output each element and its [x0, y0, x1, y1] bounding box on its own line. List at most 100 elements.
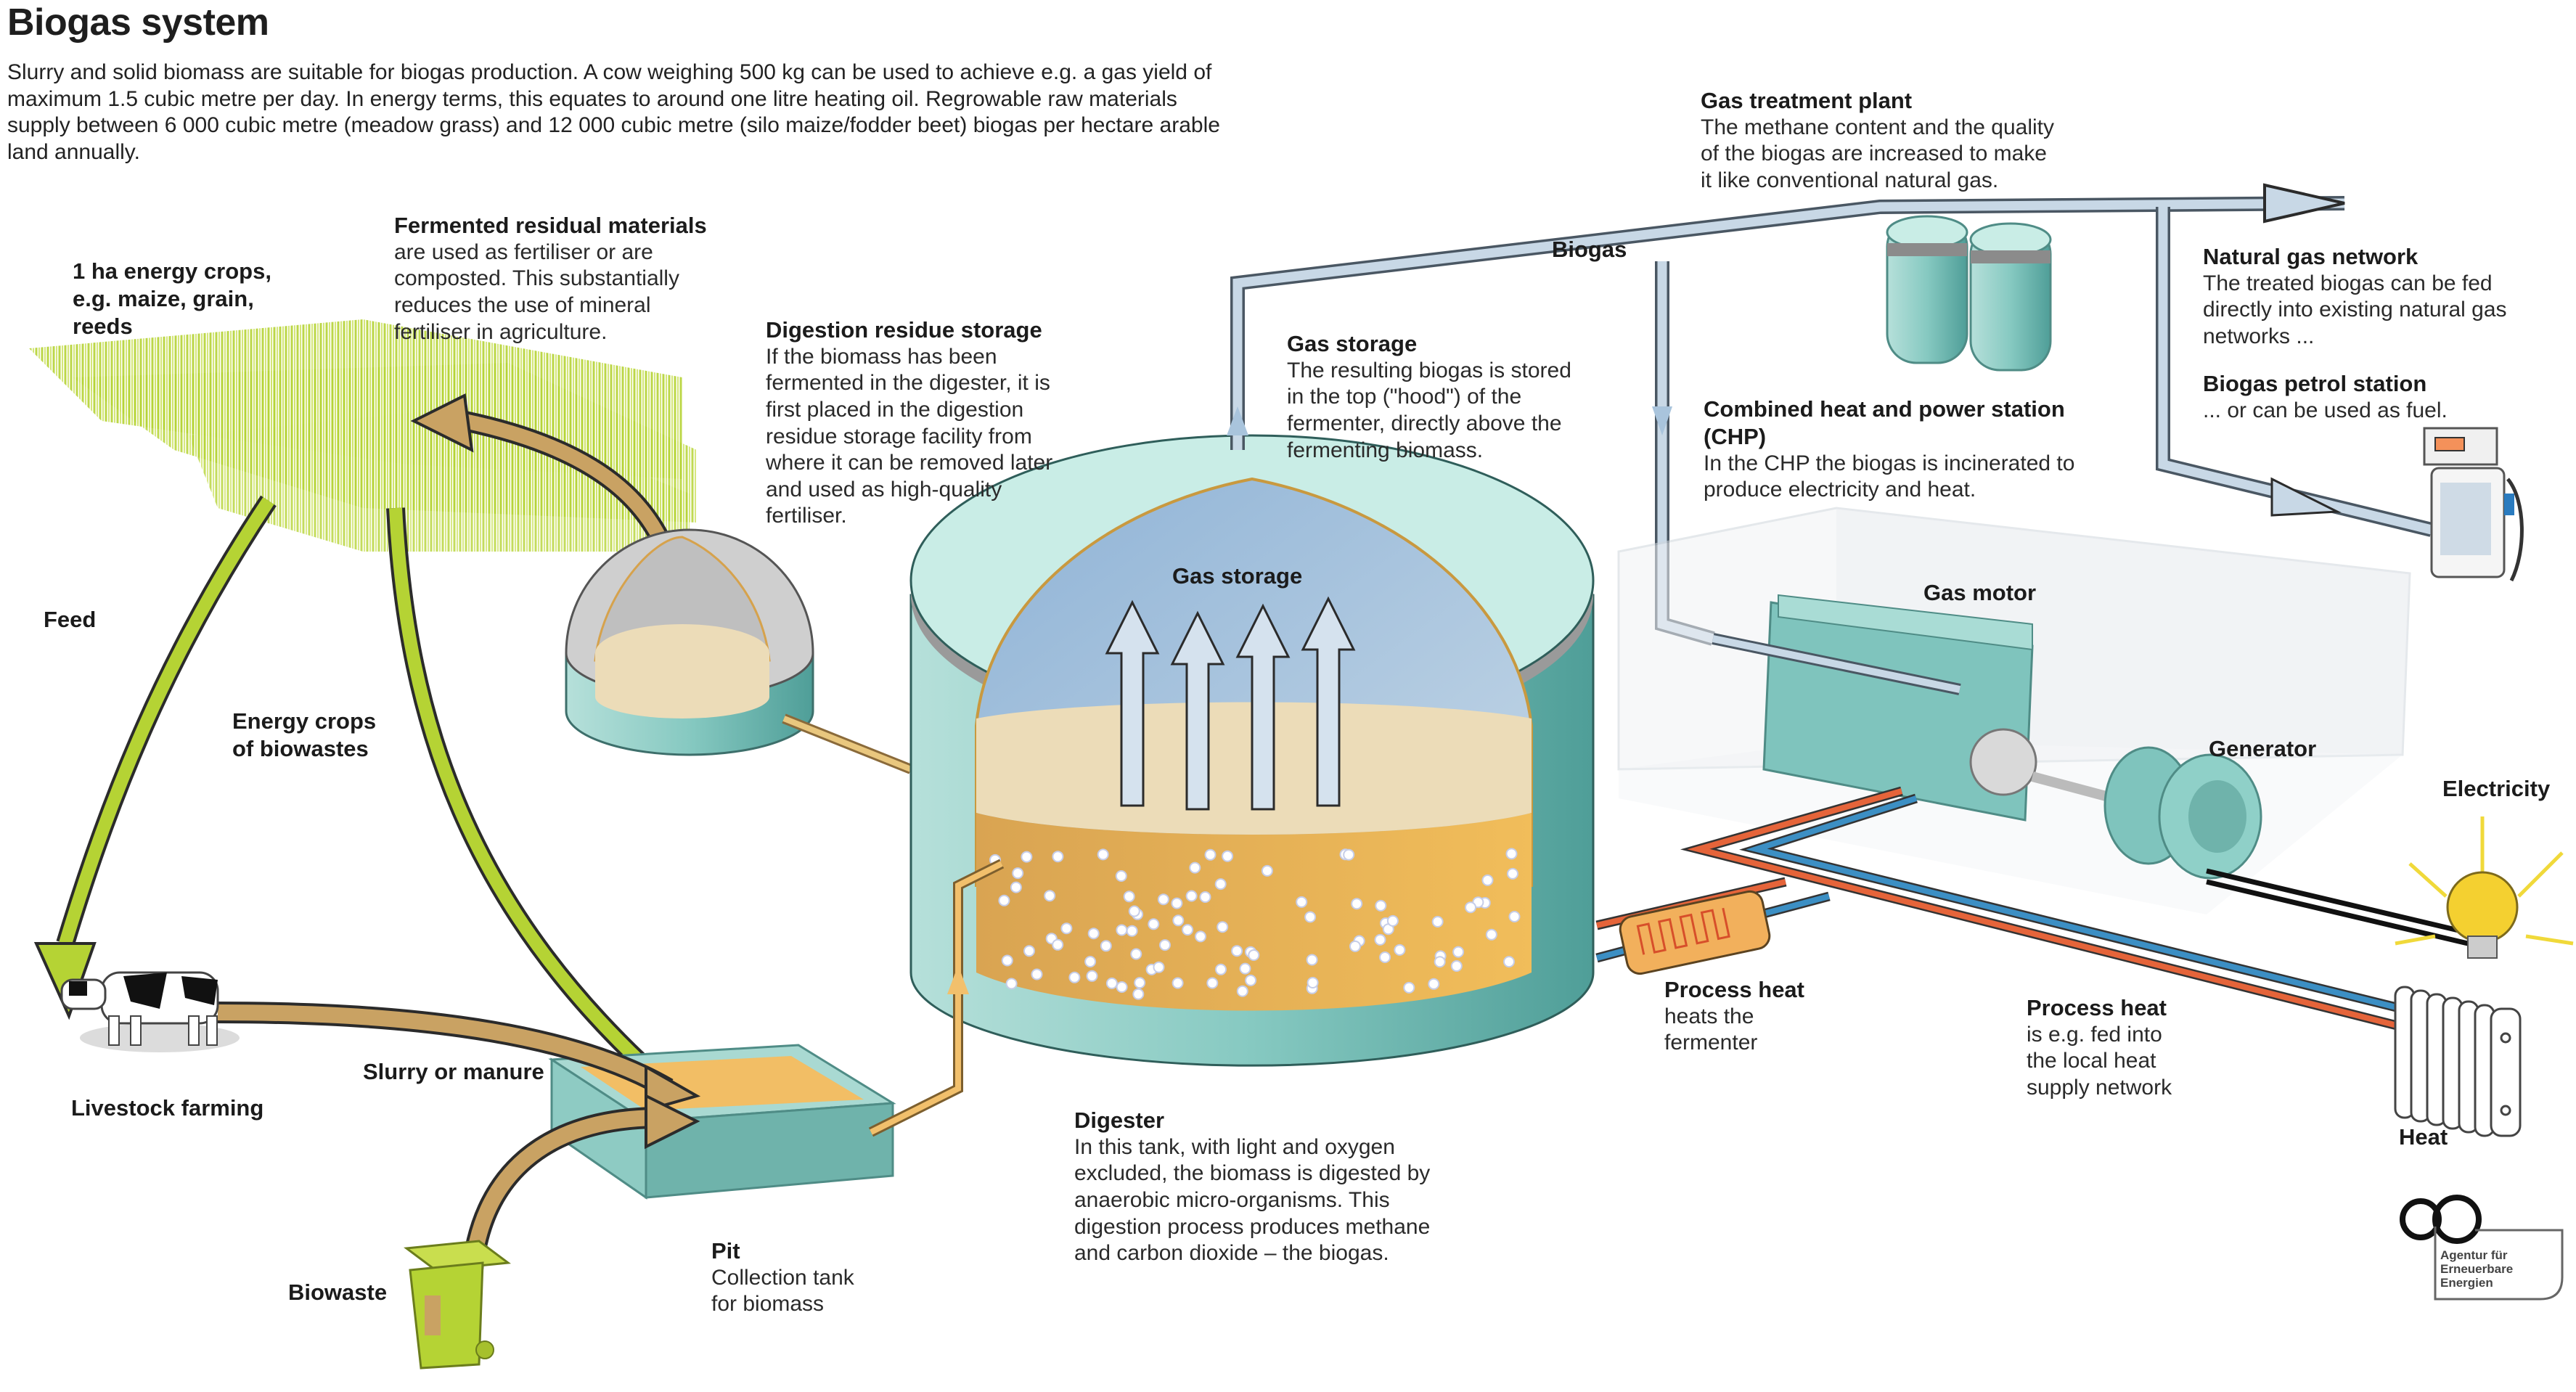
bubble	[1450, 960, 1463, 972]
label-gas-storage-inner: Gas storage	[1172, 563, 1303, 589]
gas-treatment-plant	[1886, 215, 2052, 372]
bubble	[998, 894, 1010, 906]
callout-body: The methane content and the quality of t…	[1701, 115, 2055, 192]
bubble	[1394, 943, 1406, 956]
bubble	[1134, 977, 1146, 989]
callout-heading: Process heat	[2027, 995, 2167, 1020]
bubble	[1214, 878, 1227, 891]
bubble	[1349, 940, 1361, 952]
petrol-arrow-icon	[2270, 477, 2342, 517]
generator	[2103, 746, 2262, 880]
bubble	[1452, 946, 1465, 958]
callout-heading: Fermented residual materials	[394, 213, 707, 238]
label-feed: Feed	[44, 607, 97, 632]
feed-arrow	[33, 495, 277, 1020]
bubble	[1153, 961, 1165, 973]
bubble	[1097, 848, 1109, 861]
infinity-icon	[2400, 1195, 2482, 1244]
callout-digestion-residue: Digestion residue storage If the biomass…	[766, 316, 1052, 530]
bubble	[1374, 933, 1386, 946]
bubble	[1157, 893, 1169, 906]
bubble	[1465, 901, 1476, 914]
bubble	[1185, 890, 1198, 902]
callout-gas-storage: Gas storage The resulting biogas is stor…	[1287, 330, 1571, 464]
callout-heading: Gas storage	[1287, 331, 1418, 356]
callout-process-heat-network: Process heat is e.g. fed into the local …	[2027, 994, 2172, 1102]
callout-body: Collection tank for biomass	[711, 1265, 854, 1317]
gas-motor	[1712, 594, 2143, 822]
bubble	[1217, 921, 1229, 933]
gas-down-arrow-icon	[1652, 406, 1672, 435]
bubble	[1351, 898, 1363, 910]
cow-icon	[60, 971, 240, 1052]
bubble	[1031, 968, 1043, 980]
bubble	[1215, 963, 1227, 975]
bubble	[1304, 911, 1317, 923]
callout-body: heats the fermenter	[1664, 1004, 1758, 1055]
bubble	[1132, 988, 1145, 1000]
bubble	[1236, 985, 1248, 997]
callout-heading: Digestion residue storage	[766, 317, 1042, 343]
callout-petrol-station: Biogas petrol station ... or can be used…	[2203, 370, 2448, 424]
label-livestock: Livestock farming	[71, 1095, 264, 1121]
bubble	[1052, 938, 1064, 951]
callout-body: ... or can be used as fuel.	[2203, 398, 2448, 422]
bubble	[1403, 981, 1415, 994]
bubble	[1189, 861, 1201, 874]
bubble	[1239, 962, 1251, 975]
callout-natural-gas: Natural gas network The treated biogas c…	[2203, 243, 2507, 351]
bubble	[1068, 971, 1081, 983]
callout-digester: Digester In this tank, with light and ox…	[1074, 1107, 1430, 1267]
heat-exchanger	[1619, 890, 1771, 975]
bubble	[1052, 851, 1064, 863]
callout-body: In the CHP the biogas is incinerated to …	[1704, 451, 2075, 502]
label-electricity: Electricity	[2442, 776, 2551, 801]
bubble	[1130, 948, 1142, 960]
bubble	[1012, 867, 1024, 880]
callout-heading: Biogas petrol station	[2203, 371, 2427, 396]
callout-chp: Combined heat and power station (CHP) In…	[1704, 396, 2074, 504]
bubble	[1508, 911, 1521, 922]
label-biogas-pipe: Biogas	[1552, 237, 1627, 262]
callout-heading: Process heat	[1664, 977, 1804, 1002]
bubble	[1503, 956, 1515, 968]
intro-paragraph: Slurry and solid biomass are suitable fo…	[7, 60, 1220, 164]
bubble	[1505, 848, 1518, 860]
callout-heading: Natural gas network	[2203, 244, 2418, 269]
bubbles	[989, 848, 1521, 1000]
bubble	[1001, 954, 1013, 967]
bubble	[1148, 918, 1160, 930]
bubble	[1434, 956, 1446, 968]
callout-heading: Digester	[1074, 1108, 1165, 1133]
bubble	[1172, 914, 1185, 927]
callout-pit: Pit Collection tank for biomass	[711, 1237, 854, 1318]
callout-process-heat-fermenter: Process heat heats the fermenter	[1664, 976, 1804, 1057]
bubble	[1245, 974, 1257, 986]
callout-body: The treated biogas can be fed directly i…	[2203, 271, 2507, 348]
callout-body: The resulting biogas is stored in the to…	[1287, 358, 1571, 462]
bubble	[1044, 890, 1056, 902]
callout-gas-treatment: Gas treatment plant The methane content …	[1701, 87, 2054, 195]
slurry-arrow	[217, 1002, 701, 1113]
bubble	[1060, 922, 1073, 935]
bubble	[1172, 977, 1184, 989]
bubble	[1100, 940, 1112, 952]
bubble	[1116, 924, 1128, 936]
radiator-icon	[2394, 986, 2522, 1137]
bubble	[1296, 896, 1308, 908]
biowaste-arrow	[461, 1093, 700, 1279]
bubble	[1206, 977, 1219, 989]
bubble	[1199, 891, 1211, 903]
bubble	[1128, 905, 1140, 917]
bubble	[1171, 897, 1183, 909]
bubble	[1010, 881, 1022, 893]
bubble	[1195, 930, 1206, 943]
callout-body: is e.g. fed into the local heat supply n…	[2027, 1022, 2172, 1100]
bubble	[1182, 924, 1194, 936]
label-gas-motor: Gas motor	[1923, 580, 2037, 605]
logo-frame	[2434, 1227, 2564, 1301]
label-heat: Heat	[2399, 1124, 2448, 1150]
bubble	[1222, 850, 1234, 862]
bubble	[1159, 939, 1171, 951]
bubble	[1428, 978, 1440, 990]
